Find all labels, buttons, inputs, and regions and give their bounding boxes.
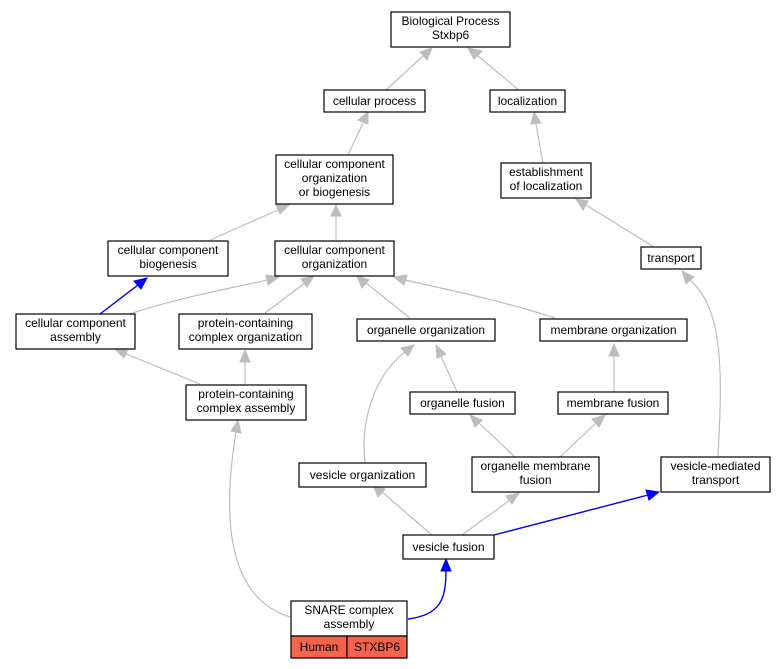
node-root-line-1: Biological Process [401, 14, 499, 28]
edge-snare-to-pc-assembly [228, 418, 291, 618]
node-localization[interactable]: localization [489, 89, 566, 113]
node-snare-complex-assembly-line-1: SNARE complex [304, 603, 393, 617]
edge-establishment-to-localization [530, 110, 544, 164]
edge-snare-to-vesicle-fusion [407, 557, 452, 620]
gene-tag[interactable]: STXBP6 [346, 635, 408, 659]
edge-pc-organization-to-cc-organization [264, 275, 316, 314]
node-cellular-process-label: cellular process [333, 94, 416, 108]
node-establishment-of-localization[interactable]: establishment of localization [500, 162, 592, 199]
edge-vesicle-fusion-to-org-membrane-fusion [461, 492, 521, 536]
node-vesicle-mediated-transport-line-2: transport [692, 473, 740, 487]
node-root-line-2: Stxbp6 [432, 28, 470, 42]
edge-cc-assembly-to-cc-organization [129, 274, 281, 315]
edge-vesicle-fusion-to-vesicle-org [372, 484, 433, 536]
node-organelle-organization-label: organelle organization [367, 323, 485, 337]
node-cc-assembly-line-1: cellular component [25, 316, 126, 330]
node-cc-biogenesis[interactable]: cellular component biogenesis [107, 240, 229, 277]
node-cc-biogenesis-line-2: biogenesis [139, 257, 196, 271]
edge-org-membrane-fusion-to-organelle-fusion [469, 414, 516, 458]
node-pc-complex-assembly[interactable]: protein-containing complex assembly [185, 384, 307, 421]
node-pc-complex-assembly-line-2: complex assembly [197, 401, 296, 415]
species-tag-label: Human [300, 640, 339, 654]
node-membrane-fusion-label: membrane fusion [567, 396, 660, 410]
edge-cc-organization-to-cc-org-biogenesis [330, 203, 342, 240]
node-vesicle-mediated-transport[interactable]: vesicle-mediated transport [660, 456, 771, 493]
node-snare-complex-assembly[interactable]: SNARE complex assembly [290, 600, 408, 637]
node-organelle-organization[interactable]: organelle organization [356, 318, 496, 342]
edge-organelle-fusion-to-organelle-org [435, 343, 458, 393]
node-vesicle-organization[interactable]: vesicle organization [298, 462, 427, 488]
node-establishment-line-1: establishment [509, 165, 584, 179]
node-cc-assembly-line-2: assembly [50, 330, 101, 344]
node-vesicle-organization-label: vesicle organization [310, 468, 415, 482]
node-establishment-line-2: of localization [510, 179, 583, 193]
edge-membrane-fusion-to-membrane-org [608, 342, 620, 392]
node-localization-label: localization [498, 94, 557, 108]
node-cc-org-or-biogenesis-line-1: cellular component [284, 157, 385, 171]
edge-localization-to-root [467, 47, 521, 92]
edge-pc-assembly-to-pc-organization [239, 348, 251, 384]
edge-vesicle-fusion-to-vesicle-mediated [493, 489, 661, 536]
edge-membrane-org-to-cc-organization [392, 274, 556, 319]
node-vesicle-fusion-label: vesicle fusion [412, 540, 484, 554]
node-organelle-fusion-label: organelle fusion [420, 396, 505, 410]
node-vesicle-fusion[interactable]: vesicle fusion [402, 534, 495, 560]
node-pc-complex-organization[interactable]: protein-containing complex organization [178, 313, 313, 350]
edge-organelle-org-to-cc-organization [356, 275, 411, 319]
node-organelle-membrane-fusion-line-2: fusion [519, 473, 551, 487]
edge-vesicle-mediated-to-transport [681, 270, 721, 457]
gene-tag-label: STXBP6 [354, 640, 400, 654]
edge-cc-org-biogenesis-to-cellular-process [347, 110, 369, 156]
node-cc-organization-line-1: cellular component [284, 243, 385, 257]
node-cellular-process[interactable]: cellular process [323, 89, 426, 113]
node-pc-complex-organization-line-1: protein-containing [198, 316, 293, 330]
edge-org-membrane-fusion-to-membrane-fusion [559, 414, 606, 458]
species-tag[interactable]: Human [290, 635, 348, 659]
edge-cellular-process-to-root [384, 47, 433, 92]
node-pc-complex-assembly-line-1: protein-containing [198, 387, 293, 401]
edge-pc-assembly-to-cc-assembly [113, 348, 201, 385]
node-transport-label: transport [647, 251, 695, 265]
node-cc-biogenesis-line-1: cellular component [118, 243, 219, 257]
node-pc-complex-organization-line-2: complex organization [189, 330, 302, 344]
node-vesicle-mediated-transport-line-1: vesicle-mediated [670, 459, 760, 473]
node-cc-organization-line-2: organization [302, 257, 367, 271]
node-cc-org-or-biogenesis-line-3: or biogenesis [299, 185, 370, 199]
node-root[interactable]: Biological Process Stxbp6 [390, 11, 511, 48]
node-cc-org-or-biogenesis[interactable]: cellular component organization or bioge… [275, 154, 394, 205]
edge-cc-biogenesis-to-cc-org-biogenesis [209, 204, 291, 241]
node-membrane-organization[interactable]: membrane organization [539, 318, 688, 342]
node-organelle-fusion[interactable]: organelle fusion [409, 391, 516, 415]
node-organelle-membrane-fusion[interactable]: organelle membrane fusion [471, 456, 600, 493]
edge-cc-assembly-to-cc-biogenesis [99, 277, 148, 315]
node-snare-complex-assembly-line-2: assembly [324, 617, 375, 631]
node-transport[interactable]: transport [640, 246, 702, 270]
edge-transport-to-establishment [574, 198, 655, 248]
node-membrane-organization-label: membrane organization [550, 323, 676, 337]
node-cc-assembly[interactable]: cellular component assembly [15, 313, 136, 350]
node-cc-organization[interactable]: cellular component organization [274, 240, 395, 277]
node-organelle-membrane-fusion-line-1: organelle membrane [480, 459, 590, 473]
node-cc-org-or-biogenesis-line-2: organization [302, 171, 367, 185]
node-membrane-fusion[interactable]: membrane fusion [557, 391, 669, 415]
edge-vesicle-org-to-organelle-org [363, 344, 415, 464]
